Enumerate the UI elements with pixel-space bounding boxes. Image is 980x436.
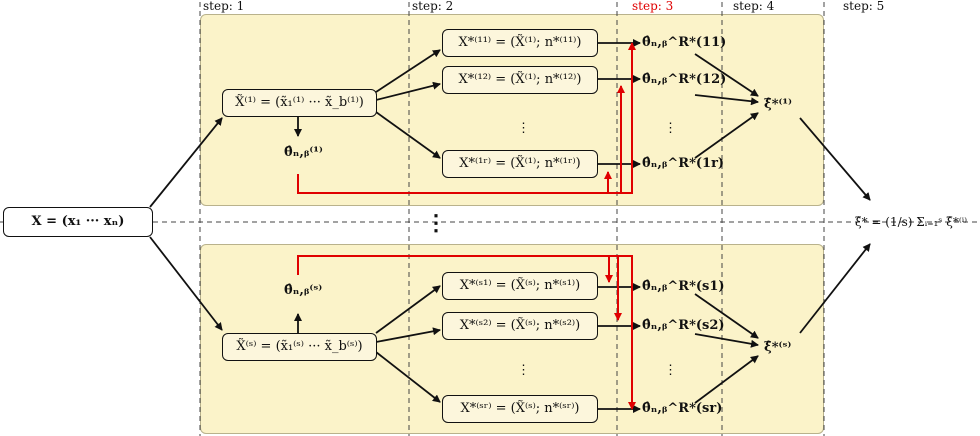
- subsample-node-s: X̃⁽ˢ⁾ = (x̃₁⁽ˢ⁾ ··· x̃_b⁽ˢ⁾): [222, 333, 377, 361]
- replicate-12: θ̂ₙ,ᵦ^R*(12): [642, 72, 727, 87]
- step-dividers: [199, 2, 825, 436]
- resample-ellipsis-s: ⋮: [517, 363, 530, 378]
- black-arrows: [149, 39, 871, 413]
- resample-node-s1: X*⁽ˢ¹⁾ = (X̃⁽ˢ⁾; n*⁽ˢ¹⁾): [442, 272, 598, 300]
- replicate-s2: θ̂ₙ,ᵦ^R*(s2): [642, 318, 725, 333]
- estimate-s: θ̂ₙ,ᵦ⁽ˢ⁾: [284, 283, 323, 298]
- root-node: X = (x₁ ··· xₙ): [3, 207, 153, 237]
- step-label-4: step: 4: [733, 0, 775, 13]
- resample-node-12: X*⁽¹²⁾ = (X̃⁽¹⁾; n*⁽¹²⁾): [442, 66, 598, 94]
- aggregate-s: ξ̂*⁽ˢ⁾: [764, 340, 792, 355]
- resample-node-1r: X*⁽¹ʳ⁾ = (X̃⁽¹⁾; n*⁽¹ʳ⁾): [442, 150, 598, 178]
- replicate-ellipsis-1: ⋮: [664, 121, 677, 136]
- step-label-5: step: 5: [843, 0, 885, 13]
- resample-ellipsis-1: ⋮: [517, 121, 530, 136]
- step-label-1: step: 1: [203, 0, 245, 13]
- final-estimate: ξ̂* = (1/s) Σᵢ₌₁ˢ ξ̂*⁽ⁱ⁾: [855, 215, 968, 229]
- resample-node-s2: X*⁽ˢ²⁾ = (X̃⁽ˢ⁾; n*⁽ˢ²⁾): [442, 312, 598, 340]
- replicate-ellipsis-s: ⋮: [664, 363, 677, 378]
- replicate-s1: θ̂ₙ,ᵦ^R*(s1): [642, 279, 725, 294]
- replicate-1r: θ̂ₙ,ᵦ^R*(1r): [642, 156, 725, 171]
- step-label-2: step: 2: [412, 0, 454, 13]
- aggregate-1: ξ̂*⁽¹⁾: [764, 97, 792, 112]
- step-label-3: step: 3: [632, 0, 674, 13]
- replicate-11: θ̂ₙ,ᵦ^R*(11): [642, 35, 727, 50]
- resample-node-11: X*⁽¹¹⁾ = (X̃⁽¹⁾; n*⁽¹¹⁾): [442, 29, 598, 57]
- subsample-node-1: X̃⁽¹⁾ = (x̃₁⁽¹⁾ ··· x̃_b⁽¹⁾): [222, 89, 377, 117]
- resample-node-sr: X*⁽ˢʳ⁾ = (X̃⁽ˢ⁾; n*⁽ˢʳ⁾): [442, 395, 598, 423]
- red-highlight-arrows: [297, 42, 636, 410]
- replicate-sr: θ̂ₙ,ᵦ^R*(sr): [642, 401, 723, 416]
- group-ellipsis: ⋮: [425, 210, 447, 236]
- estimate-1: θ̂ₙ,ᵦ⁽¹⁾: [284, 145, 323, 160]
